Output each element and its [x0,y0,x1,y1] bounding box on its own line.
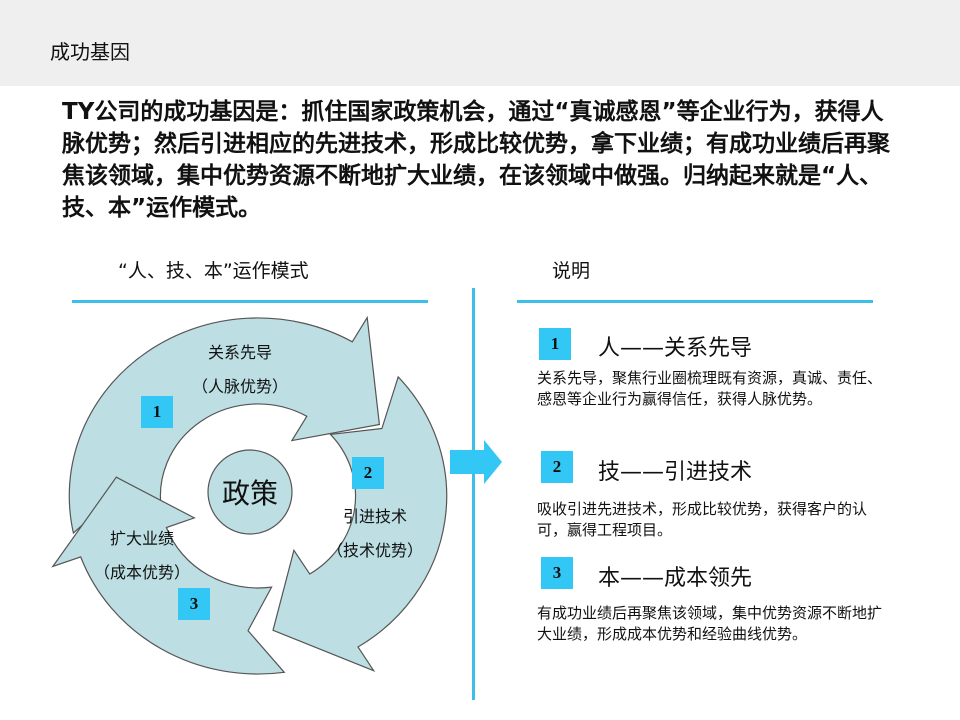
item-3-desc: 有成功业绩后再聚焦该领域，集中优势资源不断地扩大业绩，形成成本优势和经验曲线优势… [537,604,883,643]
item-2-title: 技——引进技术 [598,460,753,485]
item-1-desc: 关系先导，聚焦行业圈梳理既有资源，真诚、责任、感恩等企业行为赢得信任，获得人脉优… [537,369,883,408]
center-circle [207,449,293,535]
right-section-title: 说明 [552,260,591,282]
left-divider [72,300,428,303]
intro-text: TY公司的成功基因是：抓住国家政策机会，通过“真诚感恩”等企业行为，获得人脉优势… [62,99,890,221]
item-3-title: 本——成本领先 [598,566,753,591]
cycle-arrow-1 [68,315,381,535]
item-3-badge: 3 [541,557,573,589]
item-2-badge: 2 [541,451,573,483]
item-2-desc: 吸收引进先进技术，形成比较优势，获得客户的认可，赢得工程项目。 [537,500,868,539]
segment-1-label: 关系先导（人脉优势） [191,343,288,396]
segment-3-badge: 3 [178,588,210,620]
center-label: 政策 [221,477,278,510]
segment-2-label: 引进技术（技术优势） [326,507,423,560]
vertical-divider [472,288,475,700]
item-1-badge: 1 [539,328,571,360]
header-bar: 成功基因 [0,0,960,86]
right-arrow-icon [450,440,502,484]
segment-1-badge: 1 [141,396,173,428]
item-1-title: 人——关系先导 [598,336,753,361]
segment-2-badge: 2 [352,457,384,489]
cycle-arrow-3 [51,476,286,675]
page-title: 成功基因 [50,40,130,64]
right-divider [517,300,873,303]
segment-3-label: 扩大业绩（成本优势） [93,529,190,582]
left-section-title: “人、技、本”运作模式 [118,260,309,282]
